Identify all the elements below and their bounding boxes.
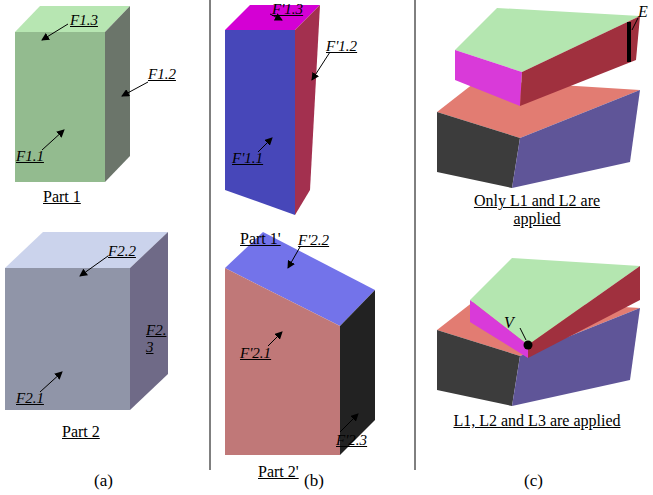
part-2 [5,232,168,410]
part-2-prime [225,232,375,455]
face-label: F1.1 [16,148,44,165]
part-1 [15,6,130,182]
face-label: F'2.2 [298,232,329,249]
panel-label: (c) [524,472,543,491]
panel-caption: L1, L2 and L3 are applied [452,412,622,430]
divider [210,0,211,470]
face-label: F'1.2 [326,38,357,55]
vertex-label: V [504,314,514,332]
assembly-l1-l2-l3 [437,258,640,406]
face-label: F'1.1 [232,150,263,167]
face-label: F'2.3 [336,432,367,449]
face-label: F2. 3 [146,322,170,355]
panel-label: (b) [304,472,324,491]
face-label: F1.2 [148,66,176,83]
divider [415,0,416,470]
panel-label: (a) [94,472,113,491]
leader-lines [40,14,638,432]
face-label: F1.3 [70,12,98,29]
part-caption: Part 1 [43,188,81,206]
face-label: F2.1 [16,390,44,407]
assembly-l1-l2 [437,8,640,188]
face-label: F'1.3 [272,1,303,18]
face-label: F'2.1 [240,345,271,362]
part-caption: Part 2' [258,463,299,481]
edge-label: E [638,3,648,21]
part-1-prime [225,5,320,215]
part-caption: Part 1' [240,230,281,248]
panel-caption: Only L1 and L2 are applied [452,192,622,227]
face-label: F2.2 [108,243,136,260]
part-caption: Part 2 [62,423,100,441]
